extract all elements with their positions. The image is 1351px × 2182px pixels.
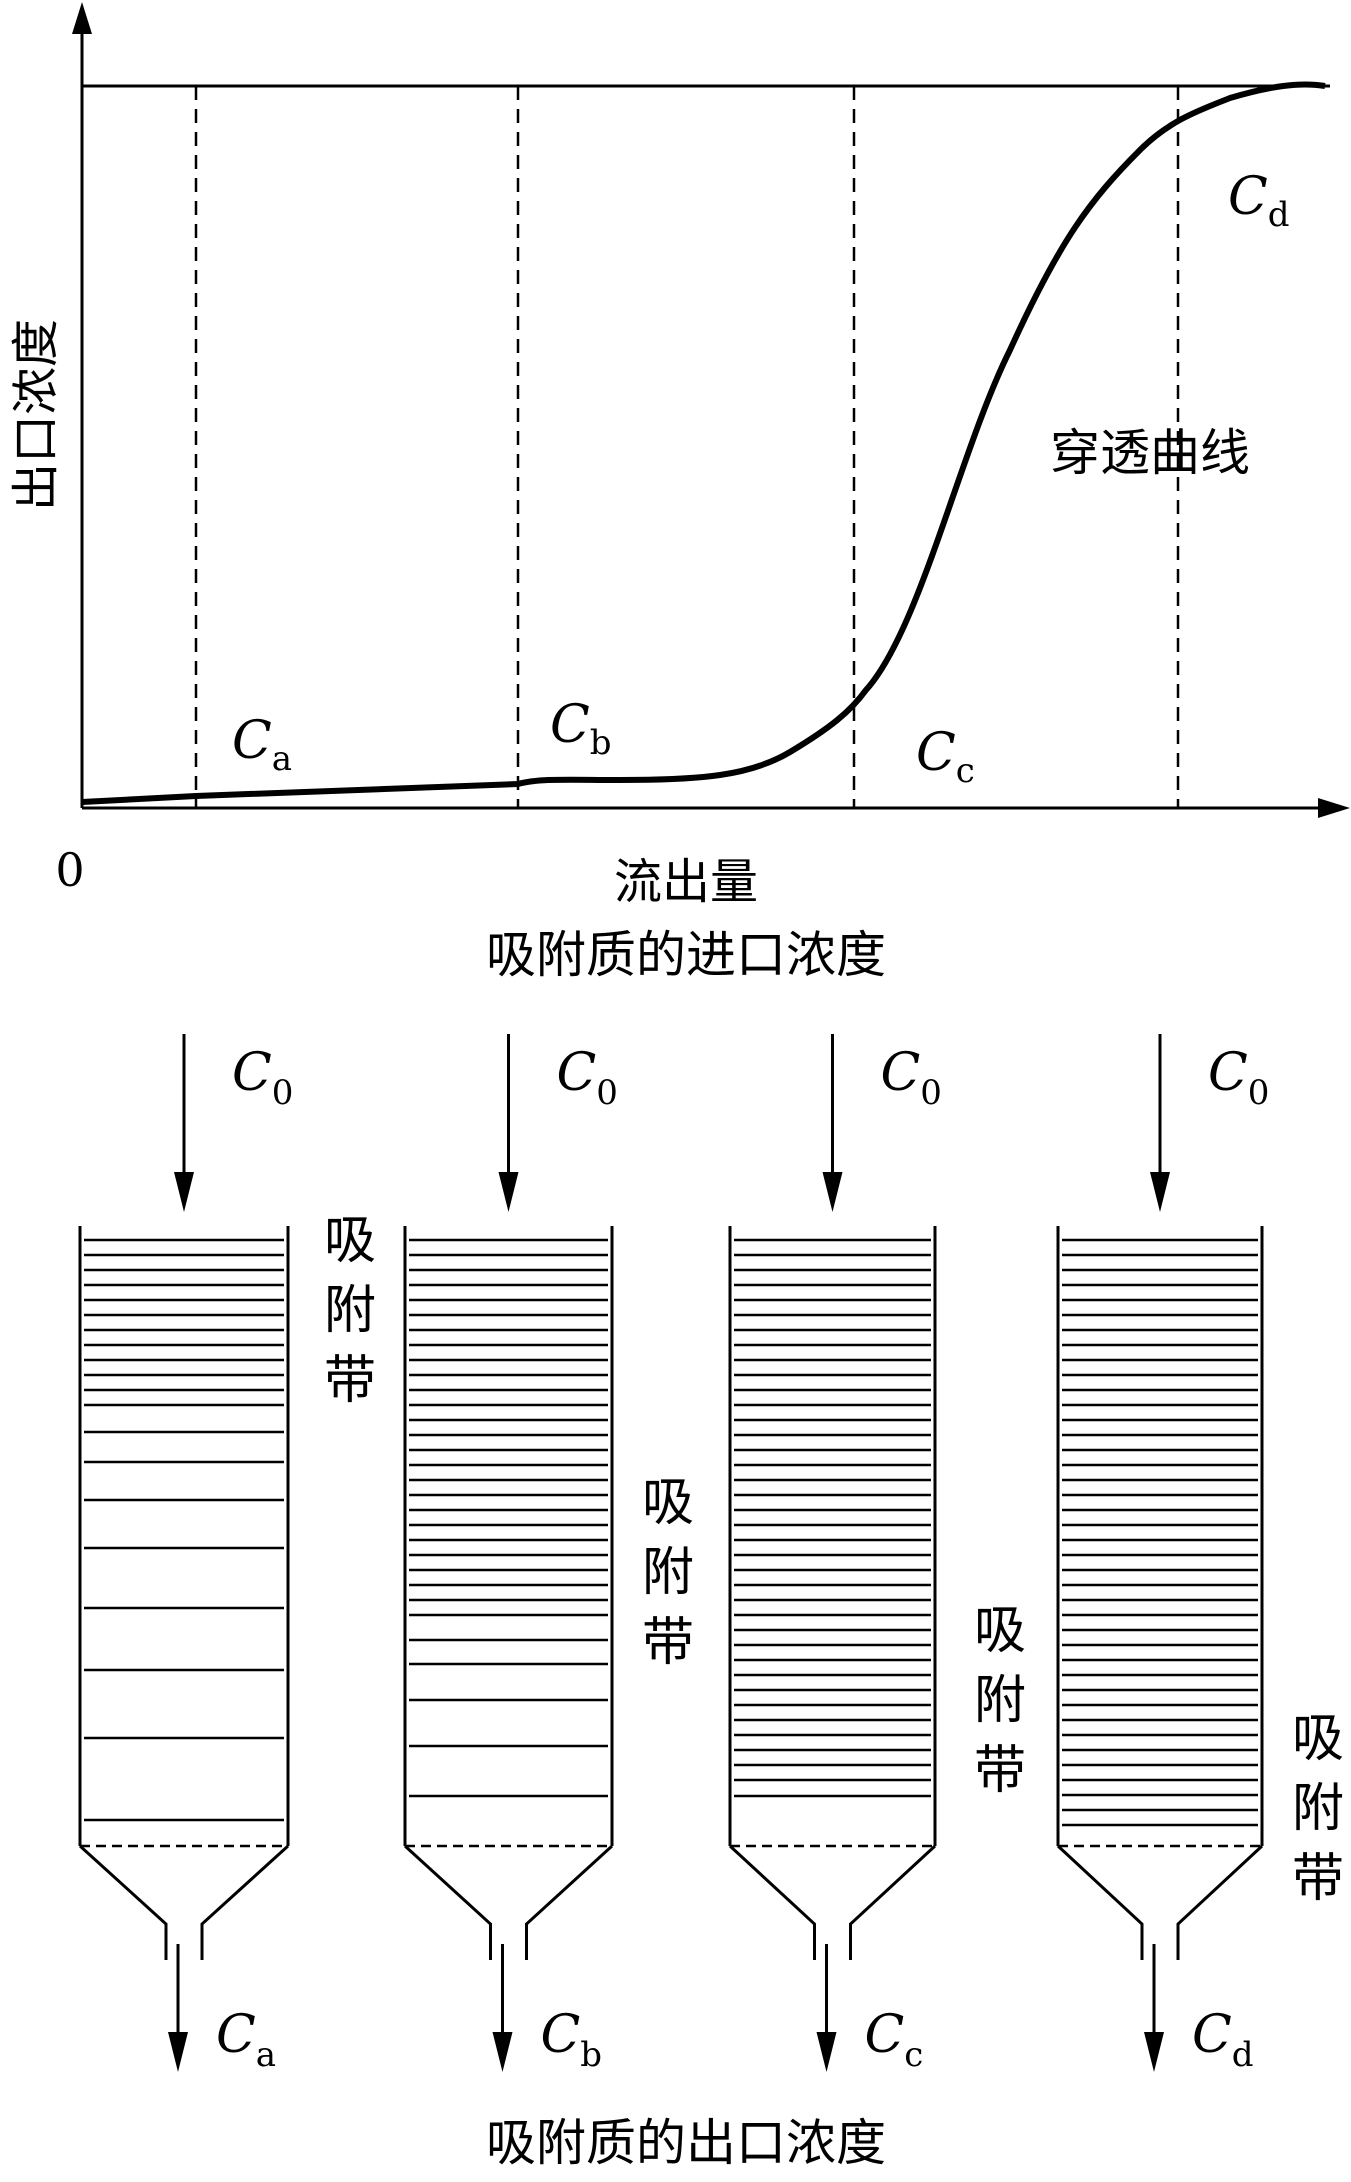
packing-lines	[1062, 1238, 1258, 1827]
outlet-title: 吸附质的出口浓度	[486, 2114, 886, 2172]
x-axis-arrowhead	[1318, 798, 1350, 818]
outlet-arrowhead	[1144, 2032, 1164, 2072]
marker-label-a: Ca	[232, 711, 292, 779]
outlet-label: Cc	[865, 2005, 924, 2075]
inlet-arrowhead	[174, 1172, 194, 1212]
funnel-right	[849, 1844, 937, 1960]
funnel-right	[200, 1844, 290, 1960]
origin-label: 0	[55, 843, 84, 897]
adsorption-column-4	[1056, 1034, 1264, 2072]
marker-label-c: Cc	[916, 723, 975, 791]
zone-label-char: 吸	[974, 1601, 1026, 1661]
funnel-left	[1056, 1844, 1144, 1960]
zone-label-char: 带	[1292, 1849, 1344, 1909]
inlet-arrowhead	[822, 1172, 843, 1212]
inlet-label: C0	[232, 1043, 293, 1113]
marker-label-d: Cd	[1228, 167, 1290, 235]
breakthrough-graph	[72, 2, 1350, 818]
breakthrough-curve	[81, 81, 1326, 805]
zone-label-char: 带	[642, 1613, 694, 1673]
inlet-label: C0	[1208, 1043, 1269, 1113]
zone-label-char: 吸	[1292, 1709, 1344, 1769]
zone-label-char: 吸	[642, 1473, 694, 1533]
y-axis-label: 出口浓度	[8, 319, 64, 511]
packing-lines	[409, 1238, 608, 1798]
adsorption-column-3	[728, 1034, 937, 2072]
outlet-label: Ca	[216, 2005, 276, 2075]
zone-label-char: 带	[324, 1351, 376, 1411]
inlet-label: C0	[881, 1043, 942, 1113]
zone-label-char: 附	[642, 1543, 694, 1603]
inlet-arrowhead	[1150, 1172, 1170, 1212]
zone-label-char: 附	[974, 1671, 1026, 1731]
inlet-title: 吸附质的进口浓度	[486, 926, 886, 984]
curve-label: 穿透曲线	[1050, 424, 1250, 482]
packing-lines	[734, 1238, 931, 1798]
funnel-right	[1176, 1844, 1264, 1960]
outlet-arrowhead	[168, 2032, 188, 2072]
inlet-label: C0	[557, 1043, 618, 1113]
zone-label-char: 吸	[324, 1211, 376, 1271]
outlet-arrowhead	[492, 2032, 513, 2072]
zone-label-char: 附	[1292, 1779, 1344, 1839]
outlet-arrowhead	[816, 2032, 837, 2072]
zone-label-char: 附	[324, 1281, 376, 1341]
y-axis-arrowhead	[72, 2, 92, 34]
outlet-label: Cb	[541, 2005, 603, 2075]
adsorption-column-1	[78, 1034, 290, 2072]
zone-label-char: 带	[974, 1741, 1026, 1801]
funnel-left	[728, 1844, 816, 1960]
marker-label-b: Cb	[550, 695, 612, 763]
inlet-arrowhead	[498, 1172, 519, 1212]
funnel-left	[78, 1844, 168, 1960]
adsorption-column-2	[403, 1034, 614, 2072]
funnel-right	[525, 1844, 614, 1960]
funnel-left	[403, 1844, 492, 1960]
packing-lines	[84, 1238, 284, 1822]
outlet-label: Cd	[1192, 2005, 1254, 2075]
x-axis-label: 流出量	[614, 854, 758, 910]
